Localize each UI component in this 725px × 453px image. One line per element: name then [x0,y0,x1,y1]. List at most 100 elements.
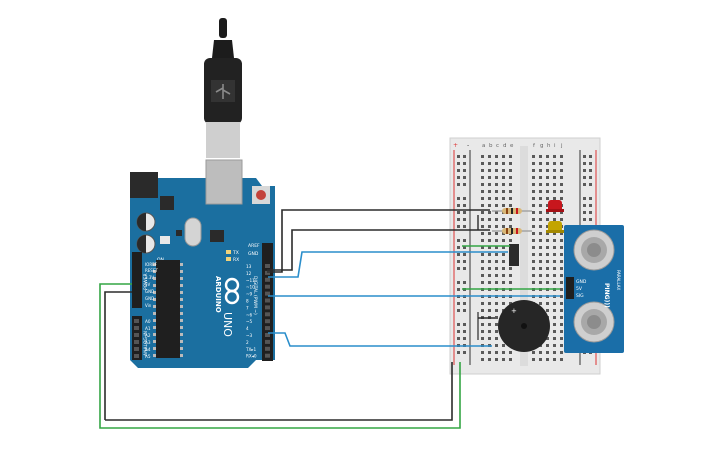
chip-pin [153,312,156,315]
analog-pin-socket[interactable] [134,354,139,358]
bb-rail-hole [589,197,592,200]
bb-hole [539,274,542,277]
bb-hole [539,176,542,179]
piezo-buzzer[interactable]: + [498,300,550,352]
bb-hole [509,218,512,221]
resistor-1[interactable] [492,208,532,214]
bb-hole [495,309,498,312]
bb-hole [502,253,505,256]
digital-pin-socket[interactable] [265,264,270,268]
digital-pin-socket[interactable] [265,291,270,296]
bb-hole [502,274,505,277]
wire-blue-pin11[interactable] [268,251,508,278]
vin-label: Vin [145,303,152,308]
v33-label: 3.3V [145,275,154,280]
bb-hole [532,358,535,361]
wire-green-5v[interactable] [99,283,461,429]
bb-hole [553,302,556,305]
bb-column-letter: e [510,143,514,149]
transistor[interactable] [509,244,519,266]
bb-hole [481,183,484,186]
bb-hole [502,155,505,158]
bb-hole [532,246,535,249]
bb-rail-hole [457,323,460,326]
analog-pin-socket[interactable] [134,319,139,323]
analog-pin-socket[interactable] [134,340,139,344]
reset-button[interactable] [256,190,266,200]
bb-hole [539,267,542,270]
digital-pin-socket[interactable] [265,284,270,289]
bb-hole [546,190,549,193]
analog-pin-socket[interactable] [134,333,139,337]
led-red[interactable] [546,200,564,212]
digital-pin-socket[interactable] [265,277,270,282]
buzzer-hole [521,323,527,329]
bb-rail-hole [463,253,466,256]
chip-pin [180,298,183,301]
digital-pin-socket[interactable] [265,333,270,337]
digital-pin-socket[interactable] [265,339,270,344]
bb-column-letter: a [482,143,485,149]
bb-hole [553,232,556,235]
bb-hole [509,274,512,277]
resistor-2[interactable] [492,228,532,234]
bb-hole [481,351,484,354]
wire-black-gnd-arduino[interactable] [104,291,132,420]
digital-pin-socket[interactable] [265,298,270,303]
bb-hole [509,225,512,228]
bb-hole [560,274,563,277]
bb-rail-hole [589,155,592,158]
bb-rail-hole [589,183,592,186]
digital-pin-socket[interactable] [265,346,270,351]
wire-black-pin12[interactable] [267,209,490,273]
bb-hole [553,330,556,333]
bb-rail-hole [583,183,586,186]
bb-hole [481,169,484,172]
chip-pin [153,319,156,322]
bb-rail-hole [463,197,466,200]
bb-hole [560,176,563,179]
wire-blue-pin3[interactable] [268,332,492,347]
analog-pin-label: A5 [145,354,151,359]
bb-hole [502,267,505,270]
digital-pin-socket[interactable] [265,270,270,275]
digital-pin-socket[interactable] [265,312,270,317]
analog-pin-socket[interactable] [134,326,139,330]
bb-hole [495,204,498,207]
digital-pin-socket[interactable] [265,353,270,358]
chip-pin [153,347,156,350]
bb-rail-hole [463,281,466,284]
sensor-gnd-label: GND [576,279,587,285]
bb-rail-hole [457,351,460,354]
digital-pin-socket[interactable] [265,305,270,310]
bb-rail-hole [457,239,460,242]
bb-rail-hole [463,176,466,179]
bb-rail-hole [589,169,592,172]
wire-black-gnd[interactable] [105,362,453,421]
resistor-1-band3 [516,208,518,214]
chip-pin [180,312,183,315]
digital-pin-label: 2 [246,340,249,345]
arduino-uno-board[interactable]: TX RX ON ARDUINO UNO DIGITAL (PWM ~) POW… [130,159,275,368]
bb-hole [546,218,549,221]
led-yellow[interactable] [546,221,564,233]
chip-pin [180,263,183,266]
bb-hole [560,239,563,242]
bb-hole [488,302,491,305]
bb-hole [560,169,563,172]
analog-pin-socket[interactable] [134,347,139,351]
digital-pin-socket[interactable] [265,319,270,324]
ping-ultrasonic-sensor[interactable]: GND 5V SIG PING))) PARALLAX [564,225,624,353]
bb-rail-hole [457,260,460,263]
bb-hole [481,225,484,228]
bb-hole [502,281,505,284]
bb-hole [495,351,498,354]
bb-rail-hole [457,309,460,312]
wire-black-pin13[interactable] [267,229,490,271]
bb-hole [488,246,491,249]
bb-hole [560,295,563,298]
bb-hole [532,183,535,186]
digital-pin-socket[interactable] [265,326,270,331]
bb-hole [509,183,512,186]
